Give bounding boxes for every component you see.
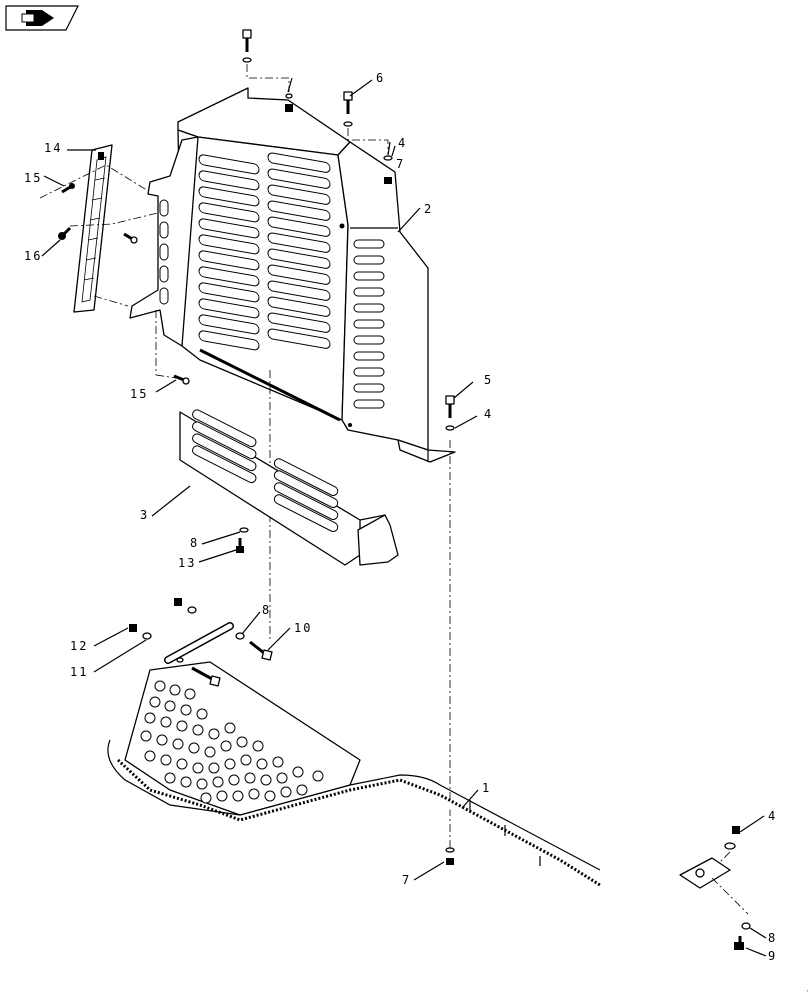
callout-7-top: 7 [396, 157, 405, 171]
part-14-bracket [73, 144, 113, 313]
callout-15-upper: 15 [24, 171, 42, 185]
top-bolt-left [242, 29, 252, 63]
callout-6: 6 [376, 71, 385, 85]
callout-16: 16 [24, 249, 42, 263]
part-4-washer-mid [445, 425, 455, 431]
step-perforation-holes [140, 680, 324, 804]
next-page-arrow-icon [21, 10, 54, 26]
callout-8-bottom: 8 [768, 931, 777, 945]
part-15-screw-upper [61, 183, 75, 194]
part-2-shield [129, 87, 456, 463]
callout-2: 2 [424, 202, 433, 216]
callout-4-mid: 4 [484, 407, 493, 421]
top-nut-left [285, 93, 293, 112]
callout-7-bottom: 7 [402, 873, 411, 887]
callout-8-step: 8 [262, 603, 271, 617]
callout-4-top: 4 [398, 136, 407, 150]
callout-10: 10 [294, 621, 312, 635]
bolt-lower-step [176, 657, 221, 687]
part-15-screw-mid [123, 232, 138, 244]
leader-lines [41, 77, 767, 957]
part-10-bolt [249, 640, 273, 661]
part-7-nut-top [384, 177, 392, 184]
part-4-washer-top [383, 155, 393, 161]
part-16-screw [58, 226, 72, 240]
callout-8-grille: 8 [190, 536, 199, 550]
callout-labels: 14 15 16 1 6 4 7 2 5 4 15 3 8 13 8 10 12… [24, 71, 777, 963]
part-11-washer [142, 632, 152, 640]
callout-12: 12 [70, 639, 88, 653]
callout-15-lower: 15 [130, 387, 148, 401]
part-6-bolt [343, 91, 353, 127]
svg-text:`: ` [806, 990, 810, 998]
part-7-nut-bottom [445, 847, 455, 865]
part-3-grille [179, 409, 399, 566]
callout-11: 11 [70, 665, 88, 679]
part-15-screw-lower [173, 374, 190, 385]
part-5-bolt [445, 395, 455, 418]
callout-14: 14 [44, 141, 62, 155]
nut-upper-left [174, 598, 197, 614]
callout-3: 3 [140, 508, 149, 522]
callout-9: 9 [768, 949, 777, 963]
part-9-bolt [734, 936, 744, 950]
part-13-bolt [236, 538, 244, 553]
callout-5: 5 [484, 373, 493, 387]
part-8-washer-bottom [741, 922, 751, 930]
part-4-washer-bottom [724, 826, 740, 850]
next-page-arrow-button[interactable] [5, 5, 79, 31]
part-1-step [93, 616, 731, 935]
part-8-washer-grille [239, 527, 249, 533]
callout-1-step: 1 [482, 781, 491, 795]
callout-13: 13 [178, 556, 196, 570]
callout-4-bottom: 4 [768, 809, 777, 823]
part-12-nut [129, 624, 137, 632]
part-8-washer-step [235, 632, 245, 640]
